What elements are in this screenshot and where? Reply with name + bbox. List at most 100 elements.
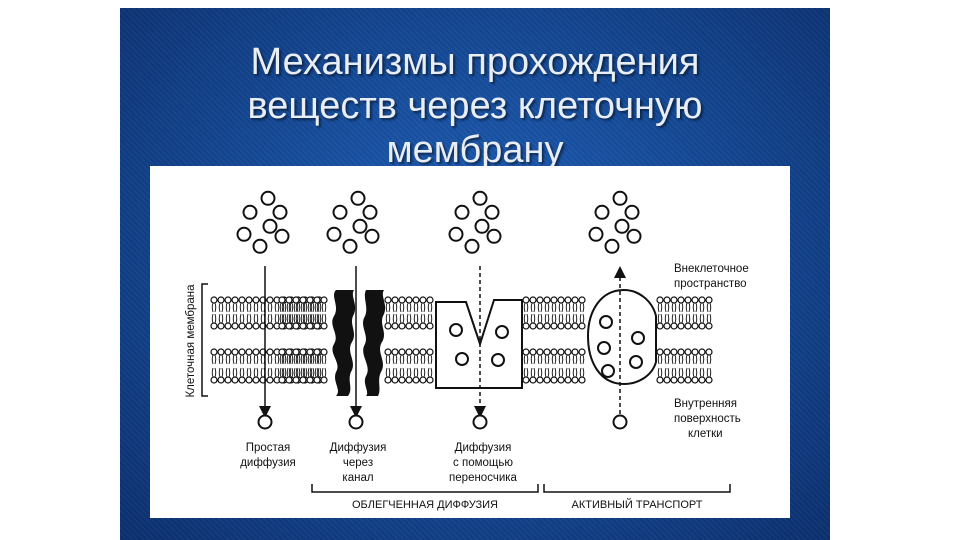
lipid-tail bbox=[558, 367, 564, 378]
lipid-head bbox=[210, 296, 218, 304]
lipid-tail bbox=[385, 367, 391, 378]
lipid-tail bbox=[706, 313, 712, 324]
lipid-tail bbox=[692, 354, 698, 365]
lipid-head bbox=[419, 348, 427, 356]
lipid-tail bbox=[657, 354, 663, 365]
lipid-head bbox=[391, 322, 399, 330]
lipid-tail bbox=[692, 313, 698, 324]
lipid-head bbox=[557, 322, 565, 330]
lipid-head bbox=[670, 322, 678, 330]
lipid-head bbox=[398, 348, 406, 356]
lipid-head bbox=[292, 376, 300, 384]
outside-label-line-2: пространство bbox=[674, 278, 747, 290]
lipid-head bbox=[550, 296, 558, 304]
lipid-tail bbox=[692, 302, 698, 313]
molecule-outside bbox=[624, 204, 640, 220]
lipid-head bbox=[698, 348, 706, 356]
lipid-tail bbox=[385, 313, 391, 324]
membrane-bilayer bbox=[210, 296, 713, 384]
molecule-outside bbox=[362, 204, 378, 220]
lipid-head bbox=[405, 296, 413, 304]
lipid-tail bbox=[671, 302, 677, 313]
lipid-head bbox=[299, 322, 307, 330]
lipid-head bbox=[691, 322, 699, 330]
lipid-head bbox=[522, 322, 530, 330]
lipid-head bbox=[684, 322, 692, 330]
molecule-outside bbox=[612, 190, 628, 206]
lipid-head bbox=[543, 322, 551, 330]
lipid-tail bbox=[279, 354, 285, 365]
lipid-head bbox=[705, 296, 713, 304]
lipid-tail bbox=[286, 354, 292, 365]
lipid-tail bbox=[678, 302, 684, 313]
lipid-tail bbox=[321, 354, 327, 365]
lipid-head bbox=[266, 296, 274, 304]
outside-label-line-1: Внеклеточное bbox=[674, 263, 749, 275]
lipid-tail bbox=[664, 354, 670, 365]
inside-label-line-3: клетки bbox=[688, 428, 723, 440]
molecule-outside bbox=[242, 204, 258, 220]
lipid-tail bbox=[293, 313, 299, 324]
lipid-head bbox=[656, 376, 664, 384]
lipid-head bbox=[691, 348, 699, 356]
lipid-head bbox=[292, 348, 300, 356]
molecule-outside bbox=[236, 226, 252, 242]
inside-label-line-2: поверхность bbox=[674, 413, 741, 425]
molecule-inside bbox=[612, 414, 628, 430]
lipid-head bbox=[412, 376, 420, 384]
lipid-head bbox=[698, 376, 706, 384]
molecule-outside bbox=[484, 204, 500, 220]
lipid-head bbox=[578, 348, 586, 356]
molecules-outside bbox=[236, 190, 642, 254]
lipid-head bbox=[231, 296, 239, 304]
lipid-tail bbox=[225, 313, 231, 324]
molecule-inside bbox=[472, 414, 488, 430]
lipid-tail bbox=[544, 313, 550, 324]
lipid-head bbox=[543, 348, 551, 356]
lipid-head bbox=[278, 376, 286, 384]
lipid-tail bbox=[406, 313, 412, 324]
lipid-head bbox=[313, 322, 321, 330]
lipid-tail bbox=[300, 302, 306, 313]
lipid-tail bbox=[293, 302, 299, 313]
lipid-tail bbox=[392, 354, 398, 365]
mechanism-label-carrier-2: с помощью bbox=[453, 457, 513, 469]
lipid-tail bbox=[293, 367, 299, 378]
lipid-head bbox=[210, 348, 218, 356]
lipid-head bbox=[320, 376, 328, 384]
lipid-head bbox=[426, 322, 434, 330]
lipid-head bbox=[419, 376, 427, 384]
lipid-tail bbox=[211, 302, 217, 313]
lipid-head bbox=[705, 322, 713, 330]
lipid-tail bbox=[232, 367, 238, 378]
mechanism-label-channel-1: Диффузия bbox=[330, 442, 387, 454]
lipid-head bbox=[522, 348, 530, 356]
lipid-tail bbox=[678, 313, 684, 324]
mechanism-label-simple-1: Простая bbox=[246, 442, 291, 454]
lipid-tail bbox=[253, 302, 259, 313]
lipid-tail bbox=[530, 313, 536, 324]
lipid-head bbox=[245, 322, 253, 330]
lipid-tail bbox=[260, 354, 266, 365]
lipid-tail bbox=[300, 354, 306, 365]
lipid-tail bbox=[685, 302, 691, 313]
lipid-head bbox=[670, 376, 678, 384]
lipid-head bbox=[238, 322, 246, 330]
molecule-outside bbox=[614, 218, 630, 234]
lipid-head bbox=[550, 376, 558, 384]
lipid-tail bbox=[558, 354, 564, 365]
lipid-tail bbox=[314, 354, 320, 365]
pump-bound-molecule bbox=[631, 331, 645, 345]
lipid-tail bbox=[427, 302, 433, 313]
molecule-inside bbox=[348, 414, 364, 430]
lipid-tail bbox=[274, 313, 280, 324]
lipid-head bbox=[313, 296, 321, 304]
lipid-tail bbox=[530, 302, 536, 313]
lipid-head bbox=[684, 348, 692, 356]
pump-bound-molecule bbox=[597, 341, 611, 355]
lipid-tail bbox=[579, 354, 585, 365]
lipid-tail bbox=[253, 313, 259, 324]
molecule-outside bbox=[474, 218, 490, 234]
lipid-tail bbox=[530, 354, 536, 365]
molecule-inside bbox=[257, 414, 273, 430]
